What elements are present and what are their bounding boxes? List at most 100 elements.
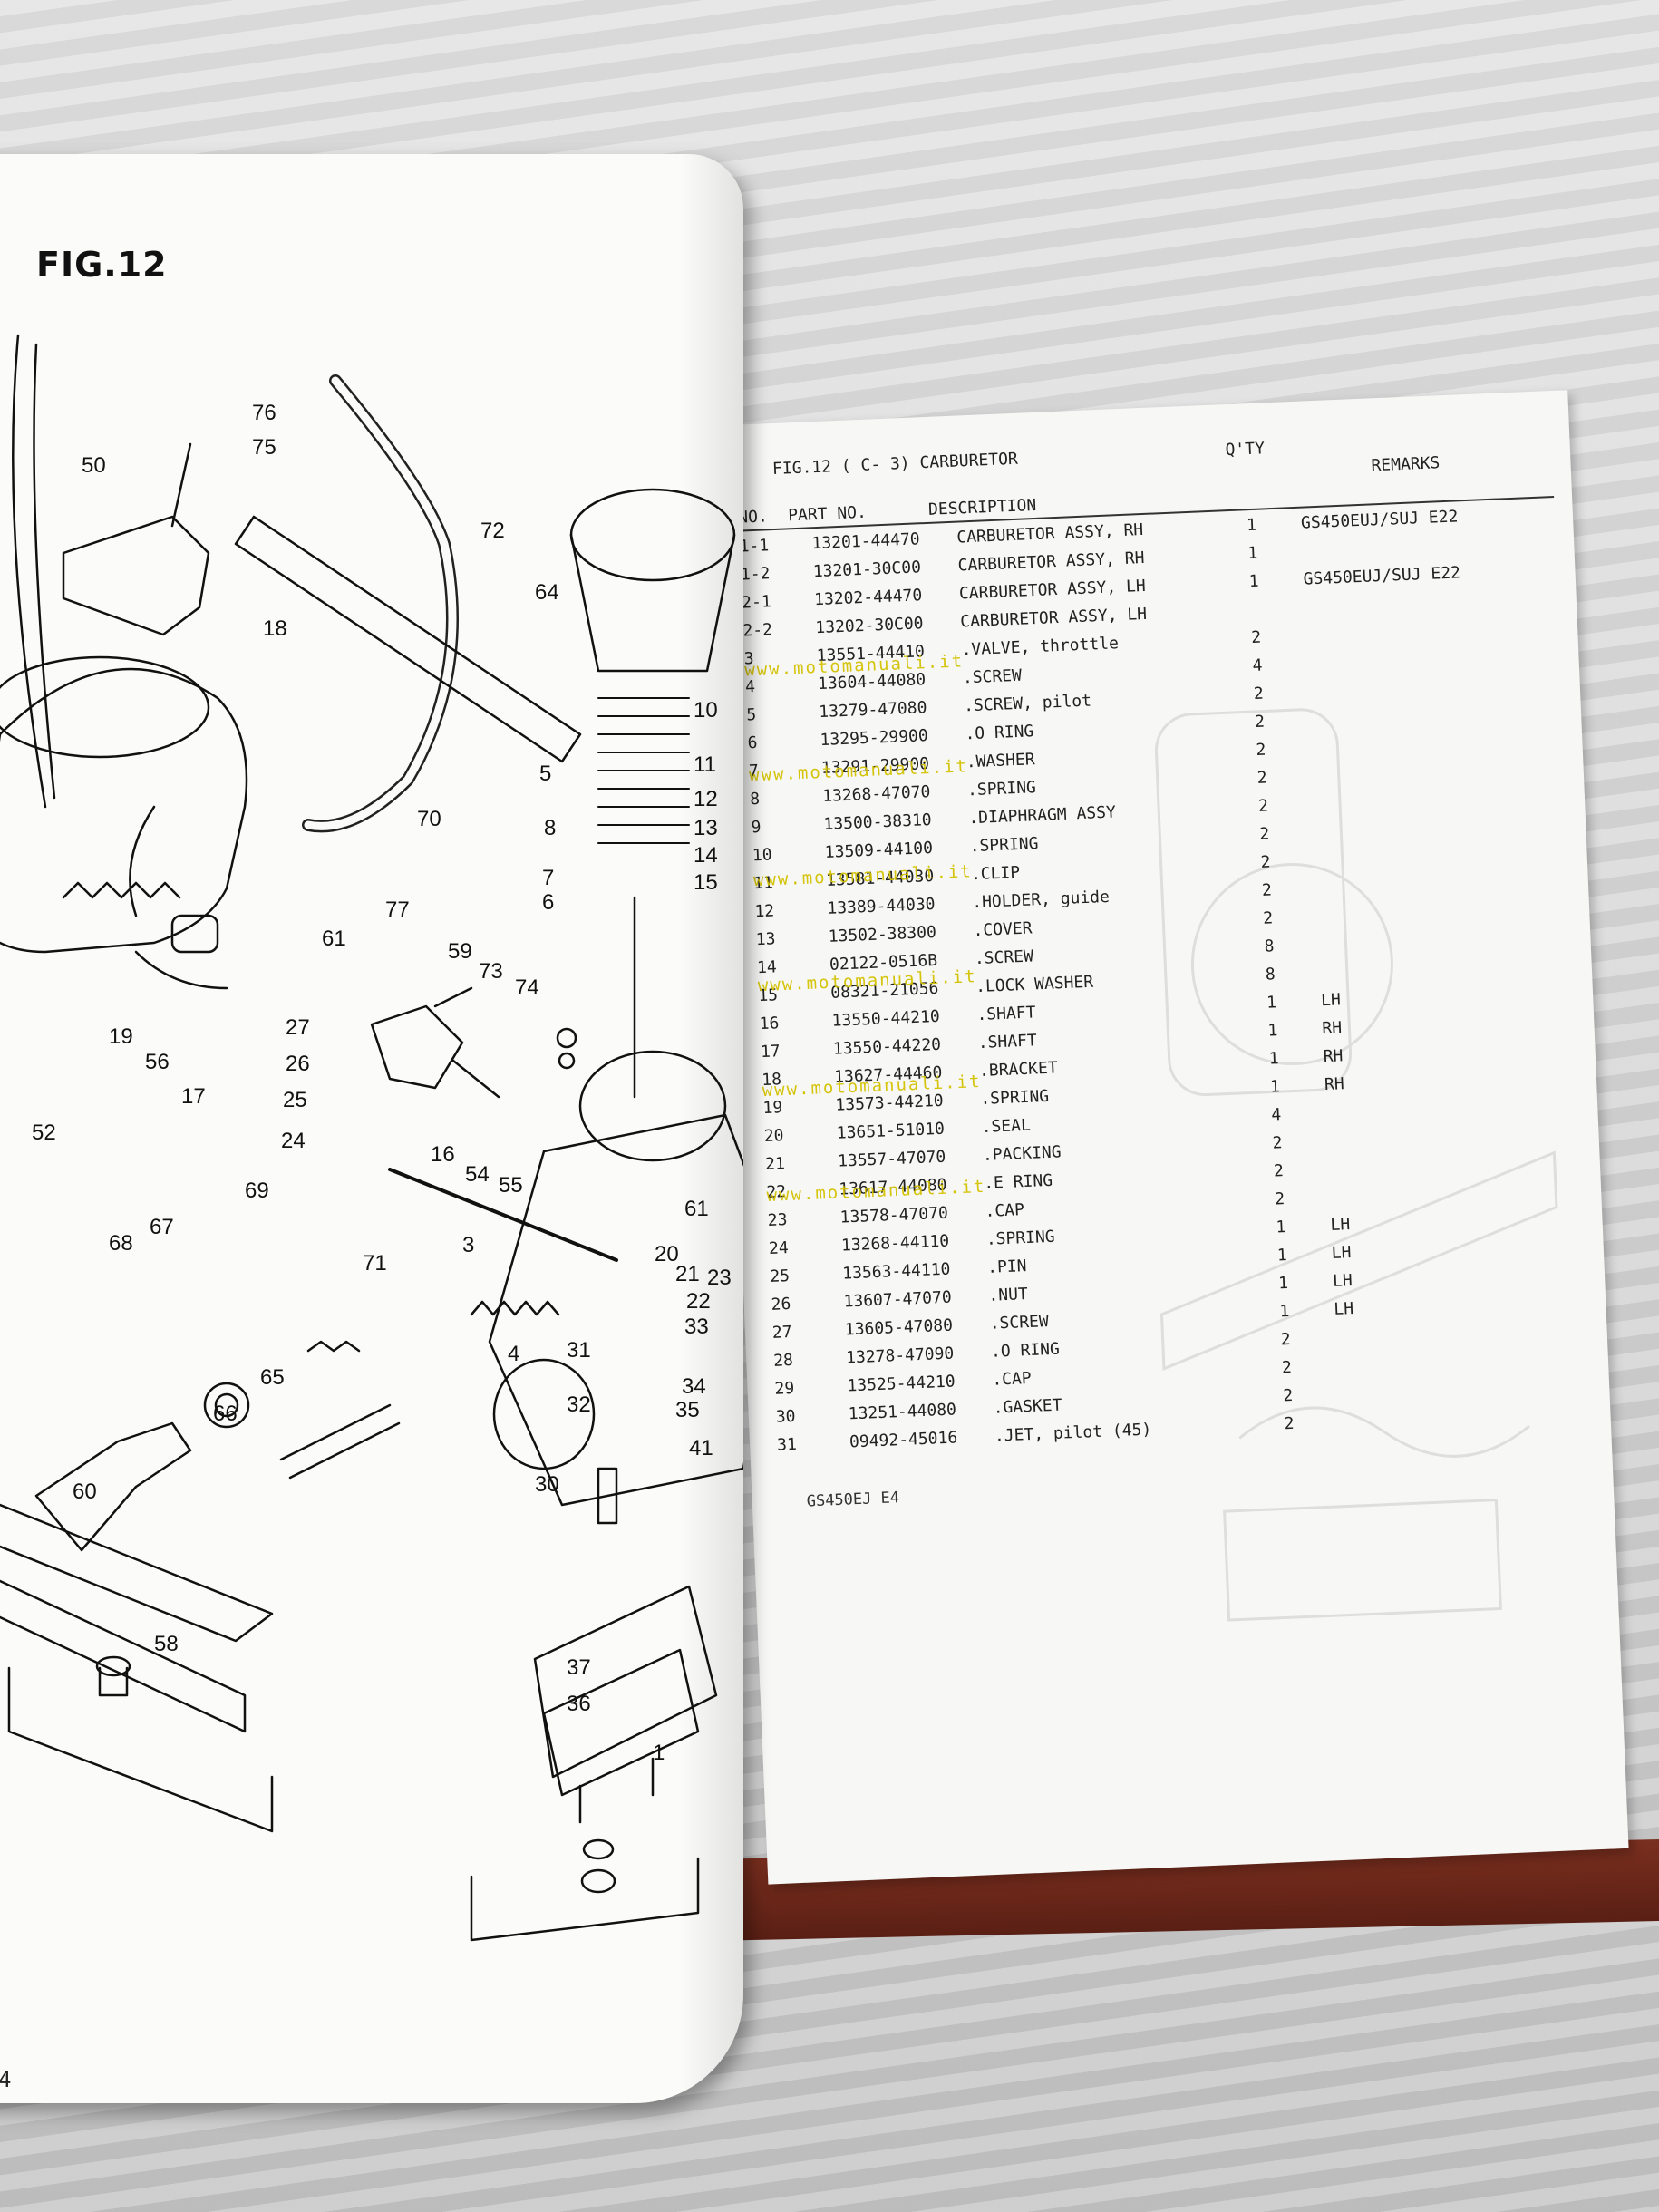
row-part-no: 13557-47070: [837, 1147, 946, 1171]
callout-1: 1: [653, 1741, 665, 1765]
row-part-no: 13502-38300: [828, 922, 937, 946]
row-qty: 2: [1261, 880, 1273, 900]
callout-12: 12: [694, 787, 718, 811]
callout-74: 74: [515, 975, 539, 1000]
row-description: .O RING: [965, 722, 1034, 744]
row-part-no: 09492-45016: [849, 1428, 958, 1452]
callout-34: 34: [682, 1374, 706, 1399]
row-qty: 1: [1277, 1273, 1289, 1294]
callout-59: 59: [448, 939, 472, 964]
row-qty: 2: [1273, 1161, 1285, 1181]
callout-24: 24: [281, 1129, 306, 1153]
row-no: 30: [775, 1406, 796, 1427]
row-remarks: LH: [1333, 1299, 1354, 1319]
row-no: 1-2: [740, 564, 771, 585]
row-no: 19: [762, 1098, 783, 1119]
row-qty: 1: [1276, 1218, 1286, 1237]
callout-19: 19: [109, 1024, 133, 1049]
callout-20: 20: [655, 1242, 679, 1266]
page-number: 4: [0, 2067, 12, 2092]
callout-23: 23: [707, 1266, 732, 1290]
row-no: 29: [774, 1378, 795, 1399]
callout-77: 77: [385, 897, 410, 922]
row-no: 8: [749, 789, 761, 810]
row-description: .PACKING: [982, 1142, 1062, 1165]
row-remarks: GS450EUJ/SUJ E22: [1300, 507, 1459, 533]
row-part-no: 13295-29900: [820, 726, 929, 751]
callout-7: 7: [542, 866, 555, 890]
callout-31: 31: [567, 1338, 591, 1363]
callout-61: 61: [322, 927, 346, 951]
diagram-page: FIG.12: [0, 154, 743, 2103]
row-description: .GASKET: [993, 1395, 1062, 1418]
row-description: .CAP: [991, 1368, 1033, 1390]
row-qty: 1: [1248, 571, 1259, 592]
row-no: 5: [745, 705, 757, 725]
row-qty: 2: [1274, 1189, 1285, 1209]
row-description: .E RING: [983, 1170, 1053, 1193]
row-qty: 8: [1265, 965, 1276, 985]
callout-61b: 61: [684, 1197, 709, 1221]
row-no: 1-1: [739, 536, 770, 557]
row-qty: 4: [1270, 1105, 1282, 1125]
callout-70: 70: [417, 807, 441, 831]
row-description: .NUT: [988, 1285, 1029, 1305]
callout-25: 25: [283, 1088, 307, 1112]
row-qty: 2: [1282, 1385, 1294, 1406]
row-part-no: 13278-47090: [845, 1344, 955, 1368]
row-no: 12: [754, 901, 775, 922]
col-part-header: PART NO.: [787, 502, 868, 526]
row-part-no: 13279-47080: [818, 698, 927, 723]
carburetor-exploded-drawing: [0, 334, 743, 1942]
row-qty: 2: [1253, 684, 1265, 704]
row-no: 28: [772, 1350, 794, 1371]
row-description: .SCREW: [989, 1312, 1050, 1334]
row-description: CARBURETOR ASSY, RH: [956, 519, 1144, 548]
row-remarks: RH: [1324, 1074, 1345, 1095]
row-qty: 2: [1257, 796, 1269, 816]
row-description: .BRACKET: [978, 1058, 1059, 1082]
callout-72: 72: [480, 519, 505, 543]
row-qty: 2: [1281, 1357, 1293, 1378]
row-part-no: 13509-44100: [824, 838, 934, 862]
row-description: .O RING: [990, 1339, 1061, 1362]
callout-60: 60: [73, 1480, 97, 1504]
callout-15: 15: [694, 870, 718, 895]
row-description: .SCREW: [974, 946, 1034, 969]
row-qty: 1: [1247, 543, 1258, 564]
row-no: 16: [759, 1014, 780, 1034]
row-part-no: 13251-44080: [848, 1400, 957, 1424]
row-qty: 2: [1272, 1133, 1283, 1153]
row-part-no: 13563-44110: [841, 1259, 951, 1284]
row-part-no: 13525-44210: [847, 1372, 956, 1396]
row-remarks: RH: [1321, 1018, 1343, 1039]
callout-35: 35: [675, 1398, 700, 1422]
row-qty: 2: [1280, 1329, 1292, 1350]
row-qty: 1: [1269, 1077, 1281, 1097]
row-no: 31: [776, 1434, 798, 1455]
row-no: 9: [751, 817, 762, 838]
row-part-no: 13202-30C00: [814, 614, 924, 638]
row-description: .SPRING: [979, 1086, 1050, 1110]
callout-71: 71: [363, 1251, 387, 1276]
callout-66: 66: [213, 1402, 238, 1426]
row-description: .PIN: [986, 1256, 1027, 1277]
callout-41: 41: [689, 1436, 713, 1460]
callout-32: 32: [567, 1392, 591, 1417]
row-part-no: 13201-44470: [811, 529, 921, 554]
row-part-no: 13651-51010: [836, 1119, 946, 1143]
row-no: 20: [763, 1126, 784, 1147]
callout-11: 11: [694, 752, 716, 777]
row-no: 2-1: [741, 592, 772, 613]
callout-8: 8: [544, 816, 557, 840]
row-description: .WASHER: [965, 750, 1036, 772]
callout-27: 27: [286, 1015, 310, 1040]
row-remarks: RH: [1323, 1046, 1344, 1067]
callout-17: 17: [181, 1084, 206, 1109]
callout-16: 16: [431, 1142, 455, 1167]
parts-table: FIG.12 ( C- 3) CARBURETOR Q'TY REMARKS N…: [736, 427, 1555, 1455]
row-qty: 2: [1260, 852, 1271, 872]
figure-heading: FIG.12 ( C- 3) CARBURETOR: [771, 449, 1019, 480]
parts-list-page: FIG.12 ( C- 3) CARBURETOR Q'TY REMARKS N…: [707, 390, 1629, 1885]
callout-58: 58: [154, 1632, 179, 1656]
